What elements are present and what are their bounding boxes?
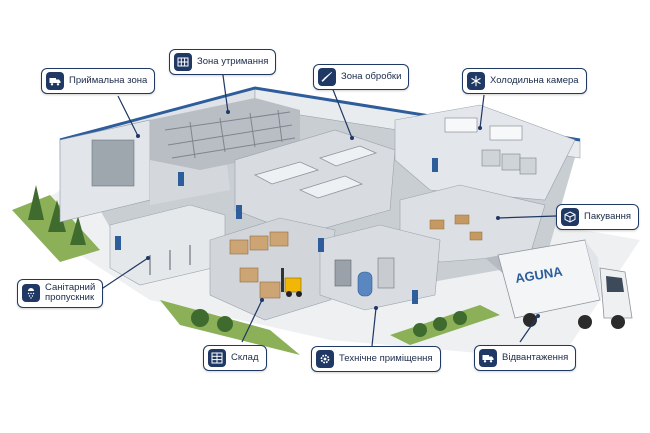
loading-dock-door xyxy=(91,139,135,187)
shelves-icon xyxy=(208,349,226,367)
callout-warehouse: Склад xyxy=(203,345,267,371)
pens-icon xyxy=(174,53,192,71)
forklift xyxy=(281,268,302,297)
callout-label: Пакування xyxy=(584,210,631,222)
callout-label: Холодильна камера xyxy=(490,74,579,86)
callout-shipping: Відвантаження xyxy=(474,345,577,371)
callout-sanitary: Санітарний пропускник xyxy=(17,279,104,308)
callout-label: Відвантаження xyxy=(502,351,569,363)
truck-icon xyxy=(46,72,64,90)
doors xyxy=(115,158,438,304)
callout-technical: Технічне приміщення xyxy=(311,346,441,372)
callout-receiving: Приймальна зона xyxy=(41,68,156,94)
callout-processing: Зона обробки xyxy=(313,64,410,90)
callout-holding: Зона утримання xyxy=(169,49,277,75)
box-icon xyxy=(561,208,579,226)
knife-icon xyxy=(318,68,336,86)
callout-label: Склад xyxy=(231,351,259,363)
pallet-boxes xyxy=(229,231,289,299)
leader-dots xyxy=(136,110,540,318)
truck: AGUNA xyxy=(497,239,633,329)
callout-label: Зона утримання xyxy=(197,55,269,67)
callout-label: Приймальна зона xyxy=(69,74,148,86)
callout-label: Технічне приміщення xyxy=(339,352,433,364)
evaporator-units xyxy=(444,117,523,141)
processing-tables xyxy=(253,145,378,199)
snowflake-icon xyxy=(467,72,485,90)
callout-packing: Пакування xyxy=(556,204,639,230)
pen-railings xyxy=(164,109,296,159)
callout-label: Санітарний пропускник xyxy=(45,282,96,304)
callout-label: Зона обробки xyxy=(341,70,402,82)
leader-lines xyxy=(99,67,557,347)
cold-room-crates xyxy=(481,149,537,175)
callout-cold-room: Холодильна камера xyxy=(462,68,587,94)
technical-equipment xyxy=(334,257,395,297)
shower-icon xyxy=(22,284,40,303)
gear-icon xyxy=(316,350,334,368)
packing-tables xyxy=(429,214,483,241)
truck-brand: AGUNA xyxy=(514,264,564,286)
trees xyxy=(28,185,467,337)
turnstiles xyxy=(149,245,191,275)
delivery-truck-icon xyxy=(479,349,497,367)
